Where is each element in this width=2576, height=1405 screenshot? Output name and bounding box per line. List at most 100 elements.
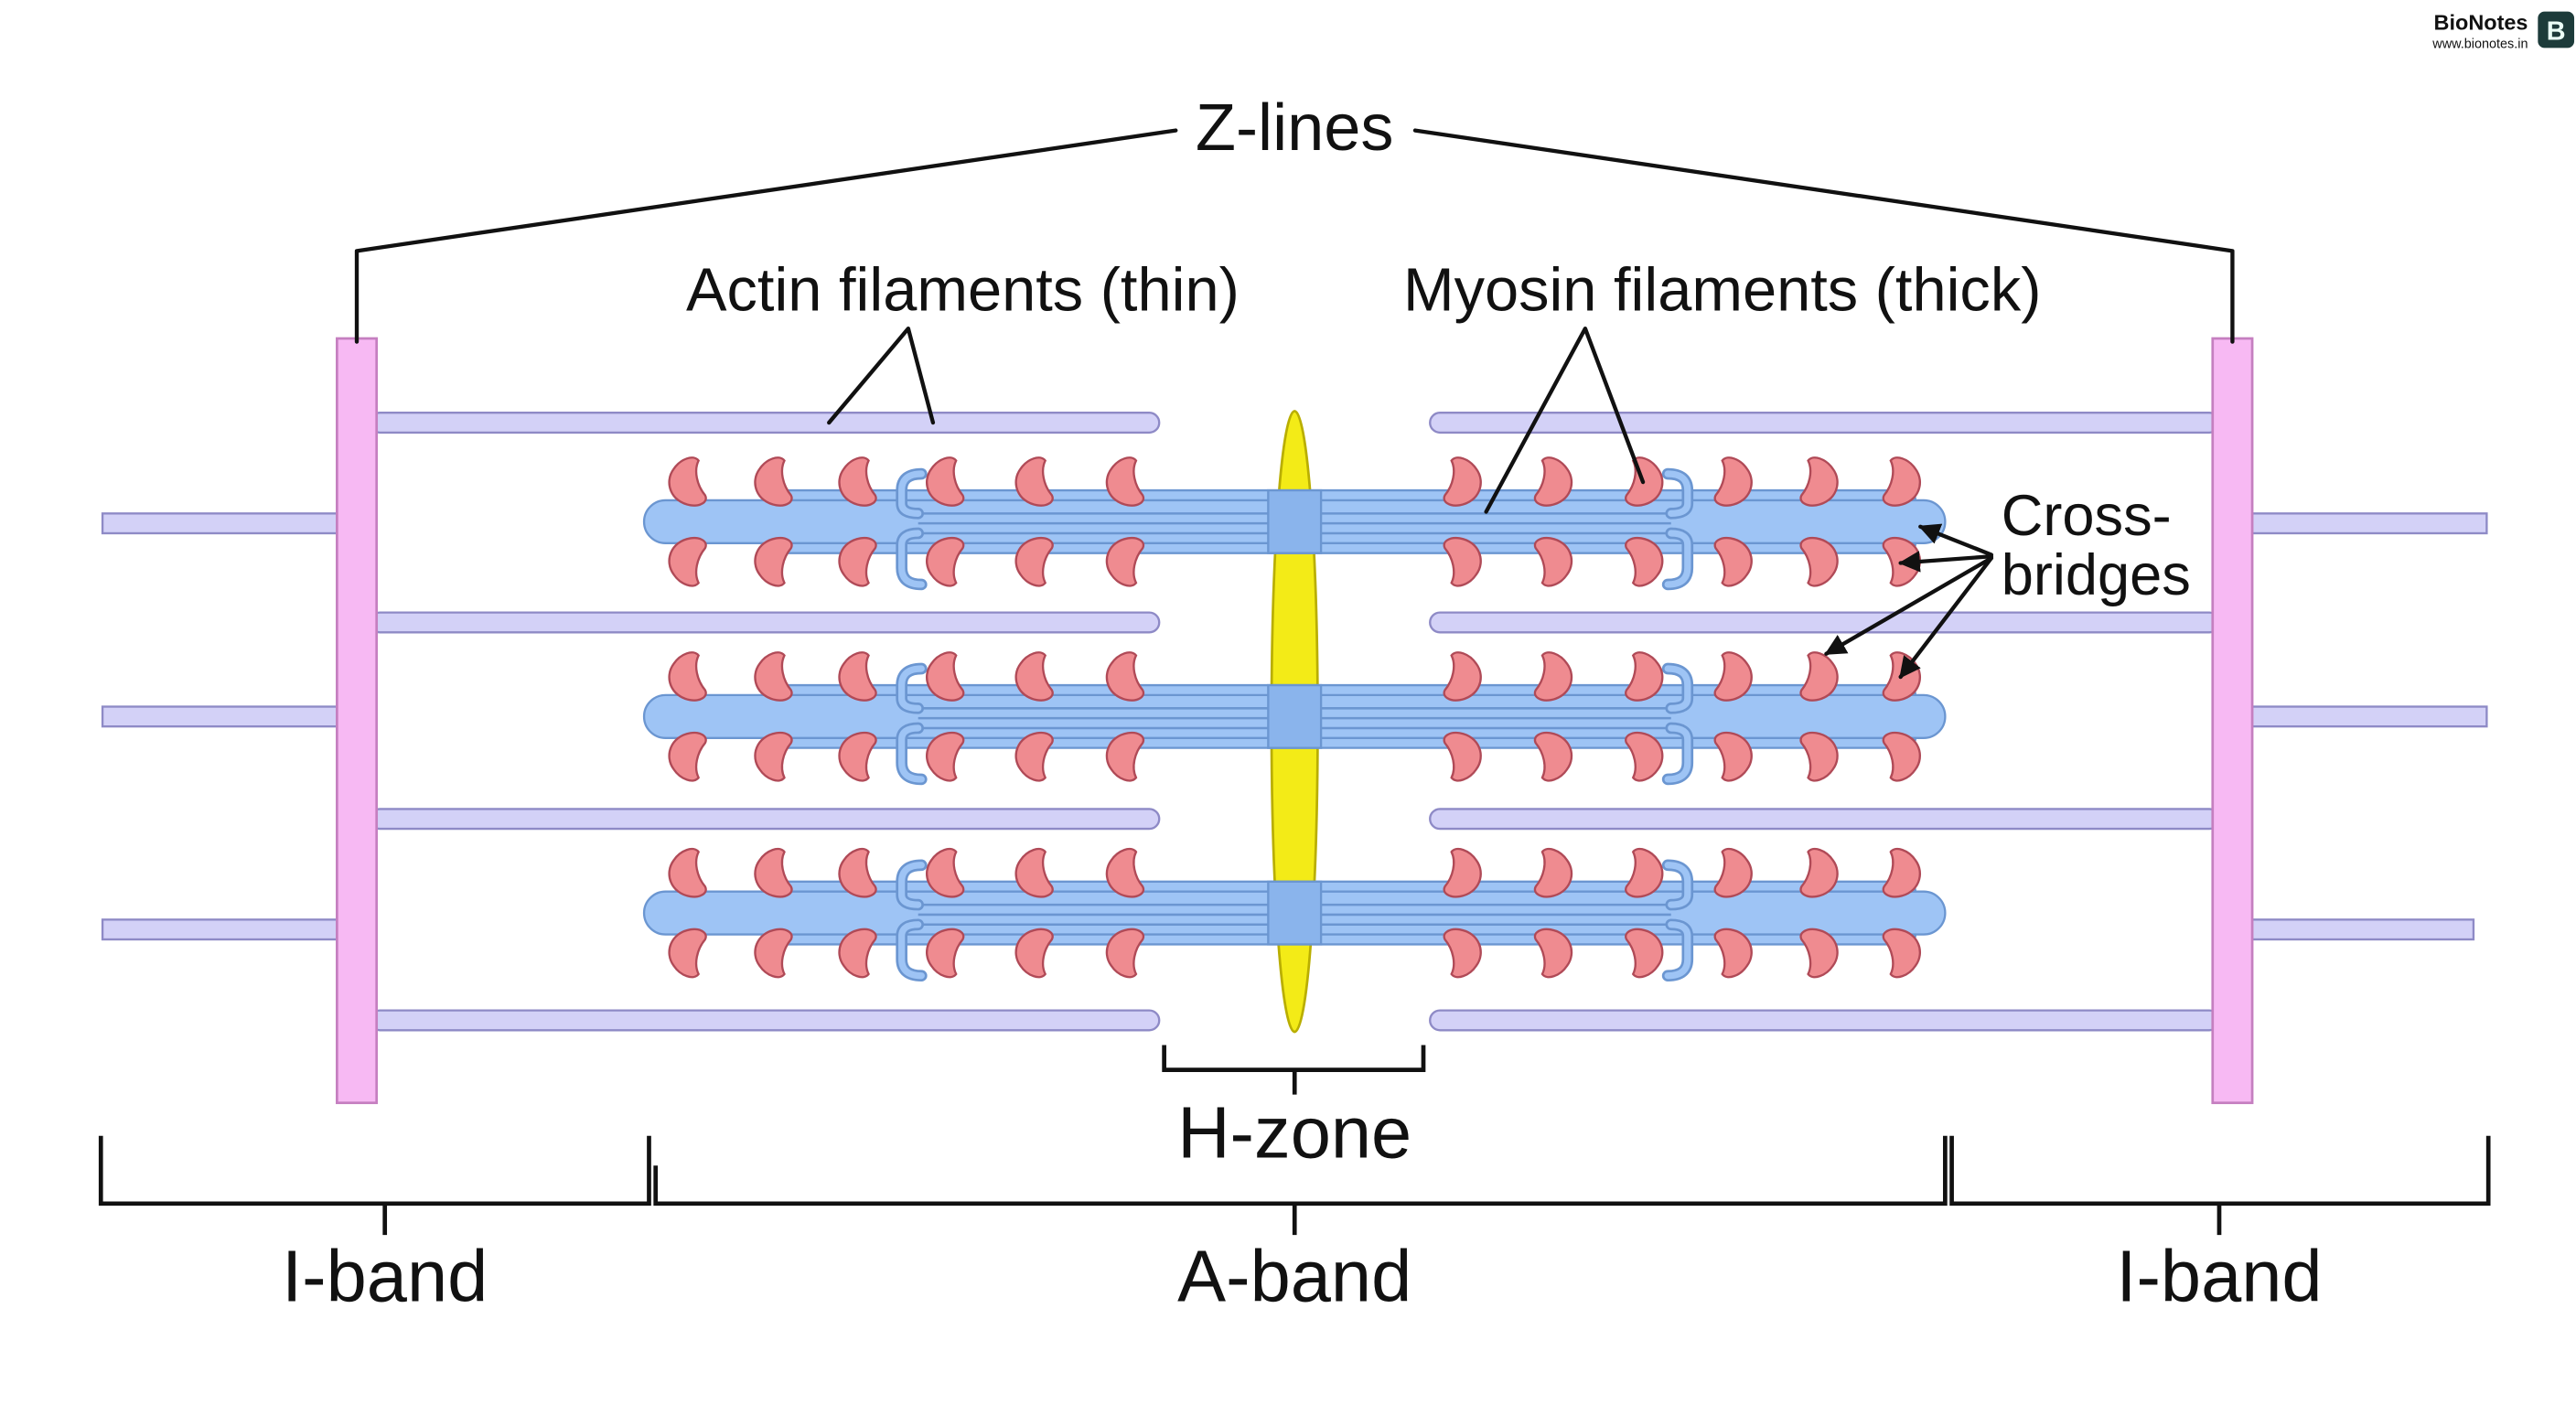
actin-filaments-label: Actin filaments (thin) <box>686 256 1240 324</box>
cross-bridge <box>1014 456 1054 507</box>
cross-bridge <box>1625 848 1664 898</box>
actin-filament <box>1429 1009 2221 1032</box>
cross-bridge <box>668 651 707 702</box>
myosin-hook <box>1664 470 1691 517</box>
a-band-bracket <box>653 1135 1948 1236</box>
cross-bridge <box>1533 651 1573 702</box>
cross-bridge <box>1105 928 1145 979</box>
h-zone-bracket <box>1162 1045 1426 1095</box>
actin-filament <box>369 808 1161 831</box>
cross-bridge <box>1443 848 1482 898</box>
cross-bridge <box>1799 536 1839 587</box>
cross-bridge <box>1014 536 1054 587</box>
z-lines-label: Z-lines <box>1196 91 1394 165</box>
cross-bridge <box>1443 651 1482 702</box>
cross-bridge <box>1014 848 1054 898</box>
myosin-hook <box>898 862 925 908</box>
myosin-hook <box>898 470 925 517</box>
cross-bridge <box>1799 456 1839 507</box>
cross-bridge <box>1799 848 1839 898</box>
cross-bridge <box>668 456 707 507</box>
cross-bridge-arrow <box>1898 555 1994 680</box>
cross-bridge <box>1799 651 1839 702</box>
cross-bridge <box>1713 456 1753 507</box>
cross-bridge <box>926 731 965 782</box>
cross-bridge <box>754 731 793 782</box>
cross-bridge <box>1105 848 1145 898</box>
cross-bridge <box>1625 651 1664 702</box>
myosin-filament <box>642 467 1947 591</box>
z-lines-leader-left <box>354 128 1178 344</box>
actin-leader <box>827 327 936 425</box>
cross-bridge <box>668 536 707 587</box>
cross-bridge <box>926 848 965 898</box>
cross-bridge <box>668 848 707 898</box>
actin-filament <box>369 611 1161 634</box>
cross-bridge <box>1713 731 1753 782</box>
myosin-hook <box>898 530 925 588</box>
a-band-label: A-band <box>1177 1235 1411 1316</box>
cross-bridge <box>1713 848 1753 898</box>
myosin-center-block <box>1267 488 1323 554</box>
actin-filament <box>1429 611 2221 634</box>
cross-bridge <box>1105 456 1145 507</box>
myosin-filament-layer <box>642 467 1947 982</box>
cross-bridge <box>754 848 793 898</box>
actin-filament <box>101 705 345 728</box>
myosin-hook <box>898 665 925 712</box>
cross-bridge <box>1533 928 1573 979</box>
logo-badge <box>2538 11 2575 48</box>
actin-filament <box>2244 705 2488 728</box>
cross-bridge <box>1533 731 1573 782</box>
logo-name: BioNotes <box>2434 10 2528 34</box>
actin-filament <box>2244 918 2475 941</box>
i-band-left-label: I-band <box>282 1235 488 1316</box>
myosin-hook <box>1664 921 1691 980</box>
bionotes-logo: BioNotes www.bionotes.in B <box>2431 10 2575 51</box>
myosin-filament <box>642 859 1947 982</box>
z-line-right <box>2211 337 2254 1105</box>
cross-bridge <box>1105 731 1145 782</box>
i-band-right-bracket <box>1949 1135 2491 1236</box>
cross-bridge <box>1014 928 1054 979</box>
cross-bridge <box>1014 731 1054 782</box>
h-zone-label: H-zone <box>1177 1091 1411 1173</box>
cross-bridge <box>1882 731 1921 782</box>
actin-filament <box>1429 412 2221 434</box>
cross-bridge <box>1713 536 1753 587</box>
myosin-filaments-label: Myosin filaments (thick) <box>1403 256 2042 324</box>
myosin-hook <box>898 724 925 783</box>
cross-bridge-layer <box>668 456 1921 979</box>
myosin-hook <box>1664 530 1691 588</box>
cross-bridge <box>838 731 877 782</box>
cross-bridge <box>838 928 877 979</box>
cross-bridge <box>668 731 707 782</box>
cross-bridge <box>1533 536 1573 587</box>
myosin-leader <box>1484 327 1646 514</box>
cross-bridge <box>1882 456 1921 507</box>
cross-bridge <box>838 848 877 898</box>
cross-bridge-arrow <box>1918 523 1994 557</box>
cross-bridge-arrow <box>1898 551 1994 573</box>
i-band-right-label: I-band <box>2116 1235 2322 1316</box>
myosin-hook <box>898 921 925 980</box>
cross-bridge <box>754 536 793 587</box>
actin-filament <box>101 512 345 535</box>
cross-bridge <box>1105 651 1145 702</box>
cross-bridge <box>1882 928 1921 979</box>
cross-bridge <box>1625 731 1664 782</box>
cross-bridge <box>1882 848 1921 898</box>
cross-bridge <box>1443 731 1482 782</box>
myosin-hook <box>1664 665 1691 712</box>
myosin-center-block <box>1267 683 1323 749</box>
cross-bridges-label-line2: bridges <box>2002 543 2191 607</box>
cross-bridge <box>1713 928 1753 979</box>
cross-bridge <box>1443 456 1482 507</box>
cross-bridge <box>1533 848 1573 898</box>
cross-bridge <box>1625 536 1664 587</box>
myosin-filament <box>642 662 1947 786</box>
cross-bridge-arrow <box>1824 555 1994 656</box>
cross-bridge <box>838 536 877 587</box>
cross-bridge <box>926 651 965 702</box>
